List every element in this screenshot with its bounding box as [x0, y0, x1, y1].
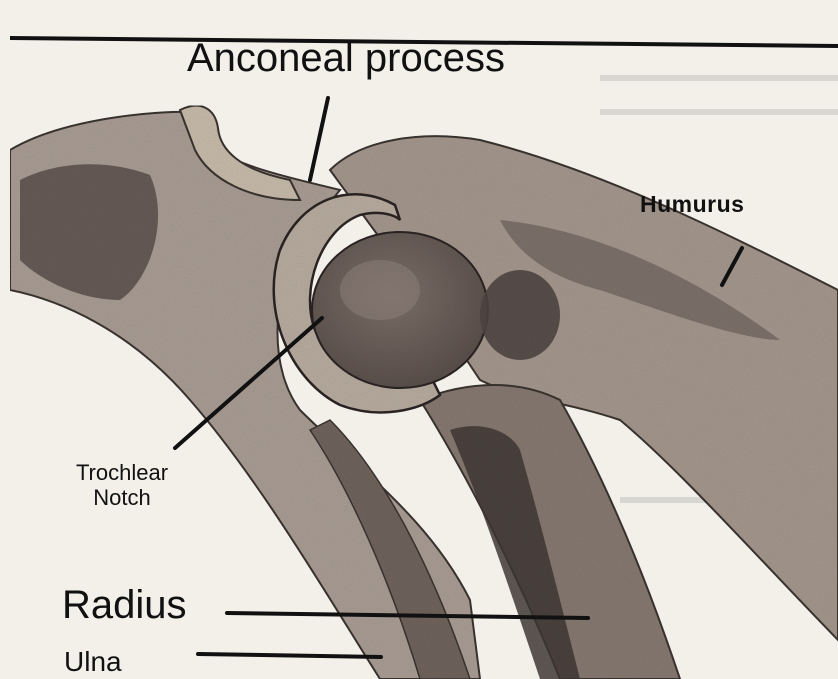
- capitulum: [480, 270, 560, 360]
- label-trochlear-line1: Trochlear: [22, 460, 222, 485]
- label-humurus: Humurus: [640, 191, 744, 218]
- ulna-pointer: [198, 654, 381, 657]
- label-trochlear-notch: Trochlear Notch: [22, 460, 222, 510]
- anconeal-pointer: [310, 98, 328, 180]
- condyle-highlight: [340, 260, 420, 320]
- label-ulna: Ulna: [64, 646, 122, 678]
- label-radius: Radius: [62, 583, 187, 628]
- label-trochlear-line2: Notch: [22, 485, 222, 510]
- label-anconeal-process: Anconeal process: [187, 36, 505, 81]
